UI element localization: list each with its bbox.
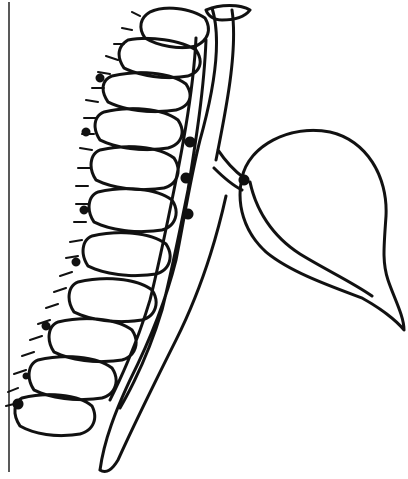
sac-outer	[240, 130, 404, 330]
vertebra-8	[69, 279, 156, 322]
vertebra-10	[29, 357, 116, 400]
vertebra-11	[15, 395, 95, 436]
posterior-wall-inner	[216, 10, 234, 160]
vertebra-4	[95, 109, 182, 150]
fringe	[6, 12, 140, 406]
vertebra-6	[89, 189, 176, 232]
sac-organ	[214, 130, 404, 330]
sac-junction-dot	[239, 175, 249, 185]
vertebra-9	[49, 319, 136, 362]
vertebral-column	[15, 8, 209, 435]
vertebra-5	[91, 147, 178, 190]
vertebra-3	[103, 73, 190, 112]
